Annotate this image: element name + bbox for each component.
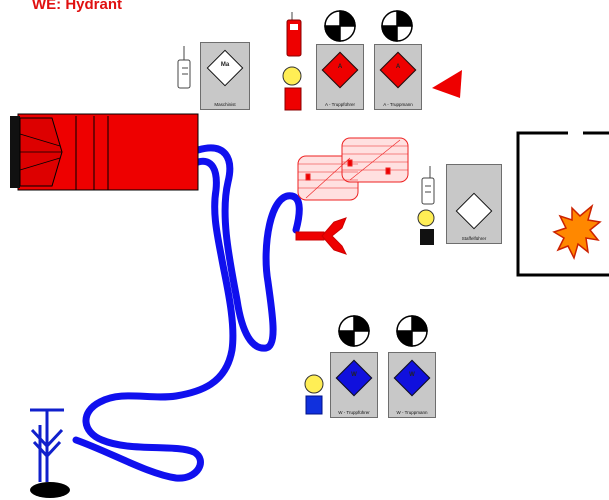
radio-icon [177, 46, 435, 205]
a-truppmann-diamond-icon [379, 51, 417, 89]
w-truppfuehrer-card: W W - Truppführer [330, 352, 378, 418]
w-truppfuehrer-symbol: W [351, 372, 357, 378]
w-truppmann-diamond-icon [393, 359, 431, 397]
a-truppfuehrer-caption: A - Truppführer [324, 102, 355, 107]
a-truppmann-caption: A - Truppmann [383, 102, 413, 107]
building-icon [516, 131, 609, 277]
staffelfuehrer-diamond-icon [455, 192, 493, 230]
helmet-icon [324, 10, 478, 347]
w-truppmann-caption: W - Truppmann [396, 410, 428, 415]
hose-icon [72, 144, 303, 482]
distributor-icon [295, 217, 347, 255]
fire-icon [552, 203, 602, 261]
w-truppmann-symbol: W [409, 372, 415, 378]
warning-triangle-icon [432, 70, 462, 98]
maschinist-diamond-icon [206, 49, 244, 87]
a-truppmann-card: A A - Truppmann [374, 44, 422, 110]
a-truppfuehrer-symbol: A [337, 64, 343, 70]
w-truppfuehrer-diamond-icon [335, 359, 373, 397]
staffelfuehrer-caption: Staffelführer [461, 236, 487, 241]
a-truppfuehrer-card: A A - Truppführer [316, 44, 364, 110]
maschinist-symbol: Ma [220, 62, 230, 68]
w-truppmann-card: W W - Truppmann [388, 352, 436, 418]
a-truppfuehrer-diamond-icon [321, 51, 359, 89]
w-truppfuehrer-caption: W - Truppführer [338, 410, 370, 415]
breathing-apparatus-icon [282, 66, 435, 415]
fire-truck-icon [10, 113, 199, 191]
rolled-hose-icon [297, 137, 409, 201]
maschinist-caption: Maschinist [214, 102, 236, 107]
maschinist-card: Ma Maschinist [200, 42, 250, 110]
hydrant-base-icon [30, 482, 70, 498]
a-truppmann-symbol: A [395, 64, 401, 70]
hydrant-standpipe-icon [30, 408, 64, 482]
radio-icon-red [286, 12, 302, 57]
staffelfuehrer-card: Staffelführer [446, 164, 502, 244]
scenario-title: WE: Hydrant [32, 0, 122, 13]
